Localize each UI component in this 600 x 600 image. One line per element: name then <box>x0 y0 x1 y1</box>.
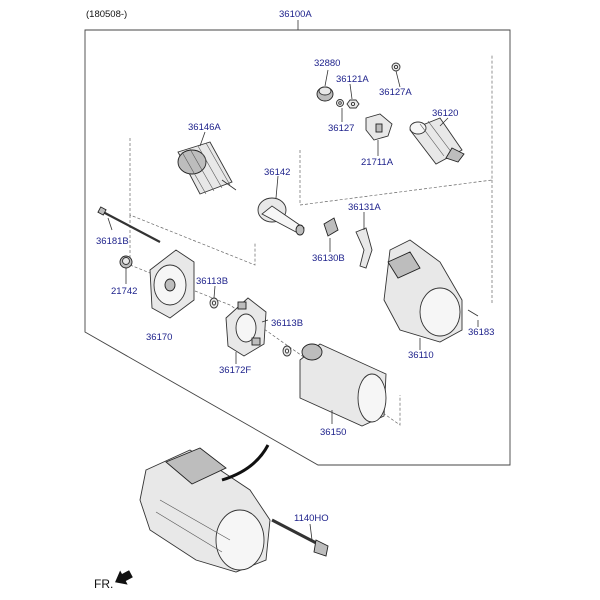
bolt-36181B-drawing[interactable] <box>97 206 161 243</box>
alignment-guide-solenoid <box>299 55 493 206</box>
label-36121A[interactable]: 36121A <box>336 74 369 85</box>
label-36127A[interactable]: 36127A <box>379 87 412 98</box>
label-36183[interactable]: 36183 <box>468 327 494 338</box>
plate-36131A-drawing[interactable] <box>355 227 373 269</box>
bolt-1140HO-drawing[interactable] <box>271 518 329 557</box>
brush-holder-36172F-drawing[interactable] <box>225 297 267 357</box>
label-36131A[interactable]: 36131A <box>348 202 381 213</box>
washer-36113B-upper-drawing[interactable] <box>209 297 219 309</box>
yoke-36150-drawing[interactable] <box>299 343 387 427</box>
assembly-label[interactable]: 36100A <box>279 9 312 20</box>
direction-label: FR. <box>94 577 113 591</box>
label-36113B-upper[interactable]: 36113B <box>196 276 228 287</box>
grommet-21742-drawing[interactable] <box>119 255 133 269</box>
label-36120[interactable]: 36120 <box>432 108 458 119</box>
label-36130B[interactable]: 36130B <box>312 253 345 264</box>
washer-36113B-lower-drawing[interactable] <box>282 345 292 357</box>
assembly-frame <box>84 29 511 466</box>
terminal-21711A-drawing[interactable] <box>365 113 393 141</box>
boot-32880-drawing[interactable] <box>316 86 334 102</box>
label-1140HO[interactable]: 1140HO <box>294 513 329 524</box>
label-36127[interactable]: 36127 <box>328 123 354 134</box>
front-arrow-icon <box>115 570 133 585</box>
label-36113B-lower[interactable]: 36113B <box>271 318 303 329</box>
label-36150[interactable]: 36150 <box>320 427 346 438</box>
label-32880[interactable]: 32880 <box>314 58 340 69</box>
nut-36121A-drawing[interactable] <box>336 99 360 109</box>
label-36170[interactable]: 36170 <box>146 332 172 343</box>
label-36172F[interactable]: 36172F <box>219 365 251 376</box>
lever-36130B-drawing[interactable] <box>323 217 339 237</box>
drive-36142-drawing[interactable] <box>257 197 305 236</box>
alignment-guide-lower <box>129 215 401 426</box>
label-21711A[interactable]: 21711A <box>361 157 394 168</box>
label-36110[interactable]: 36110 <box>408 350 434 361</box>
nut-36127A-drawing[interactable] <box>391 62 401 72</box>
date-code: (180508-) <box>86 9 127 20</box>
solenoid-36120-drawing[interactable] <box>409 117 465 165</box>
assembly-pointer <box>221 444 270 482</box>
label-36146A[interactable]: 36146A <box>188 122 221 133</box>
armature-36146A-drawing[interactable] <box>177 141 237 195</box>
label-36142[interactable]: 36142 <box>264 167 290 178</box>
rear-cover-36170-drawing[interactable] <box>149 249 195 319</box>
assembled-starter-drawing <box>139 447 271 573</box>
label-36181B[interactable]: 36181B <box>96 236 129 247</box>
label-21742[interactable]: 21742 <box>111 286 137 297</box>
front-housing-36110-drawing[interactable] <box>383 239 479 343</box>
